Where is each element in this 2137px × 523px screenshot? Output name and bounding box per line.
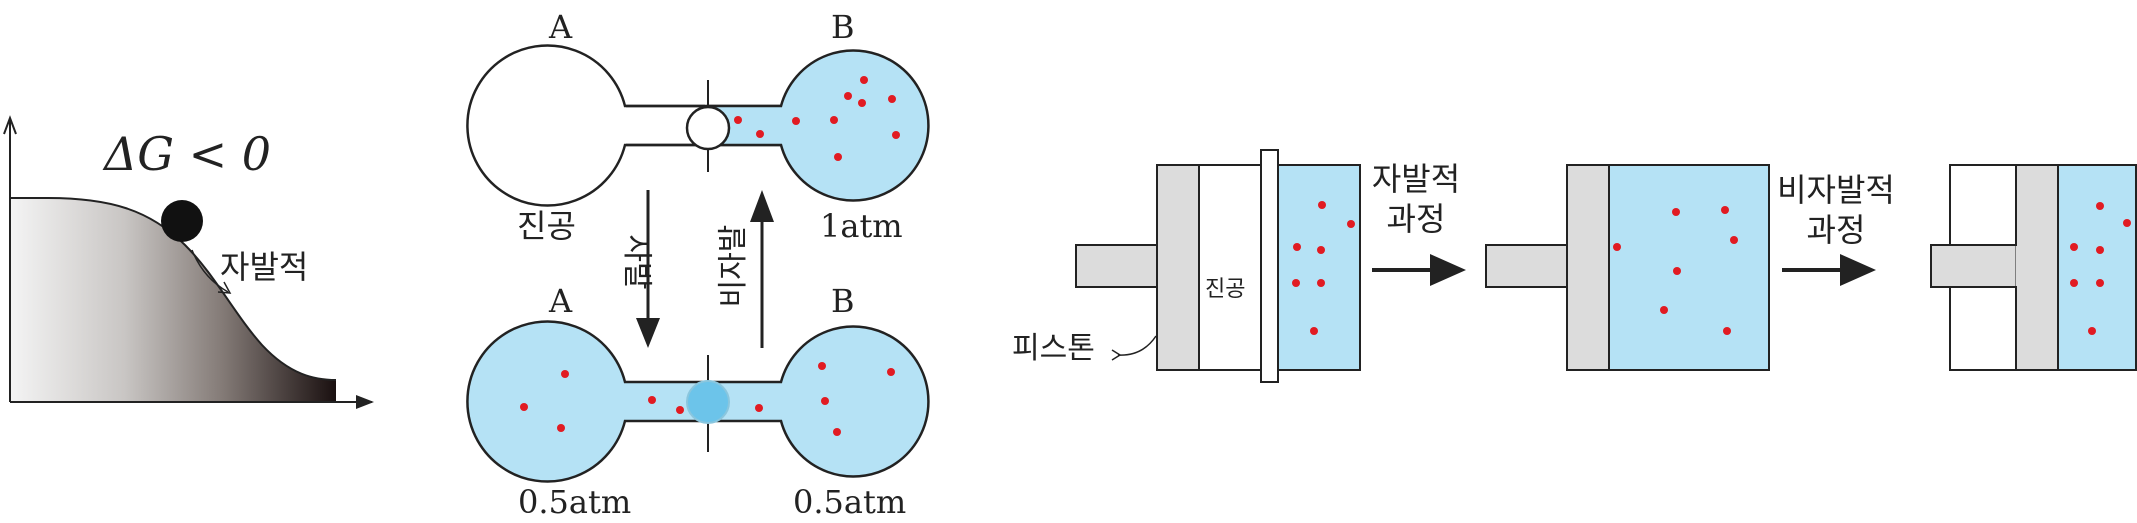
spontaneous-line1: 자발적: [1372, 160, 1460, 198]
arrow-down-label: 자발: [619, 234, 654, 289]
bottom-bulbs: A B 0.5atm 0.5atm: [466, 282, 930, 521]
gas-chamber-3: [2057, 164, 2137, 371]
piston-head-1: [1156, 164, 1200, 371]
label-b-bottom: B: [831, 282, 855, 320]
bulb-panel: A B 진공 1atm 자발 비자발 A: [466, 8, 930, 521]
energy-curve: [10, 198, 336, 402]
vacuum-label: 진공: [1205, 277, 1245, 302]
valve-open: [686, 380, 730, 424]
ball: [161, 200, 203, 242]
particles-bottom: [520, 362, 895, 436]
particles-top: [734, 76, 900, 161]
roll-arrow: [191, 249, 229, 293]
piston-rod-2: [1485, 244, 1569, 288]
spontaneous-line2: 과정: [1387, 200, 1446, 238]
bulb-a-top: [466, 44, 782, 207]
piston-pointer-head-icon: [1111, 349, 1122, 361]
nonspontaneous-line2: 과정: [1807, 211, 1866, 249]
piston-label: 피스톤: [1012, 331, 1095, 366]
energy-curve-outline: [10, 197, 337, 381]
state-b-top: 1atm: [820, 207, 903, 245]
spontaneous-label: 자발적: [220, 248, 308, 286]
gas-chamber-1: [1277, 164, 1361, 371]
piston-head-3: [2015, 164, 2059, 371]
label-b-top: B: [831, 8, 855, 46]
y-axis-arrow-icon: [3, 115, 17, 135]
label-a-bottom: A: [548, 282, 573, 320]
piston-rod-3: [1930, 244, 2018, 288]
cylinder-3: [1930, 164, 2137, 371]
spontaneous-arrow-head-icon: [1430, 254, 1466, 286]
cylinder-1: 진공 피스톤: [1012, 149, 1361, 383]
valve-closed: [685, 105, 731, 151]
piston-rod-1: [1075, 244, 1159, 288]
roll-arrow-head-icon: [217, 281, 232, 294]
delta-g-equation: ΔG < 0: [102, 127, 271, 181]
arrow-up-head-icon: [750, 190, 774, 222]
vacuum-chamber-1: [1198, 164, 1262, 371]
arrow-up-label: 비자발: [716, 225, 751, 308]
particles-cyl-1: [1292, 201, 1355, 335]
label-a-top: A: [548, 8, 573, 46]
top-bulbs: A B 진공 1atm: [466, 8, 930, 245]
nonspontaneous-arrow-head-icon: [1840, 254, 1876, 286]
partition-1: [1260, 149, 1279, 383]
particles-cyl-2: [1613, 206, 1738, 335]
state-a-bottom: 0.5atm: [518, 483, 631, 521]
state-b-bottom: 0.5atm: [793, 483, 906, 521]
energy-panel: ΔG < 0 자발적: [3, 115, 374, 409]
piston-pointer: [1117, 335, 1157, 356]
cylinder-2: [1485, 164, 1770, 371]
nonspontaneous-line1: 비자발적: [1777, 171, 1895, 209]
bulb-b-top-gas: [706, 49, 930, 202]
arrow-down-head-icon: [636, 318, 660, 348]
x-axis-arrow-icon: [356, 395, 374, 409]
gas-chamber-2: [1608, 164, 1770, 371]
piston-head-2: [1566, 164, 1610, 371]
spontaneous-arrow: 자발적 과정: [1372, 160, 1466, 286]
piston-panel: 진공 피스톤 자발적 과정 비: [1012, 149, 2137, 383]
particles-cyl-3: [2070, 202, 2131, 335]
process-arrows: 자발 비자발: [619, 190, 774, 348]
nonspontaneous-arrow: 비자발적 과정: [1777, 171, 1895, 286]
state-a-top: 진공: [517, 207, 576, 245]
